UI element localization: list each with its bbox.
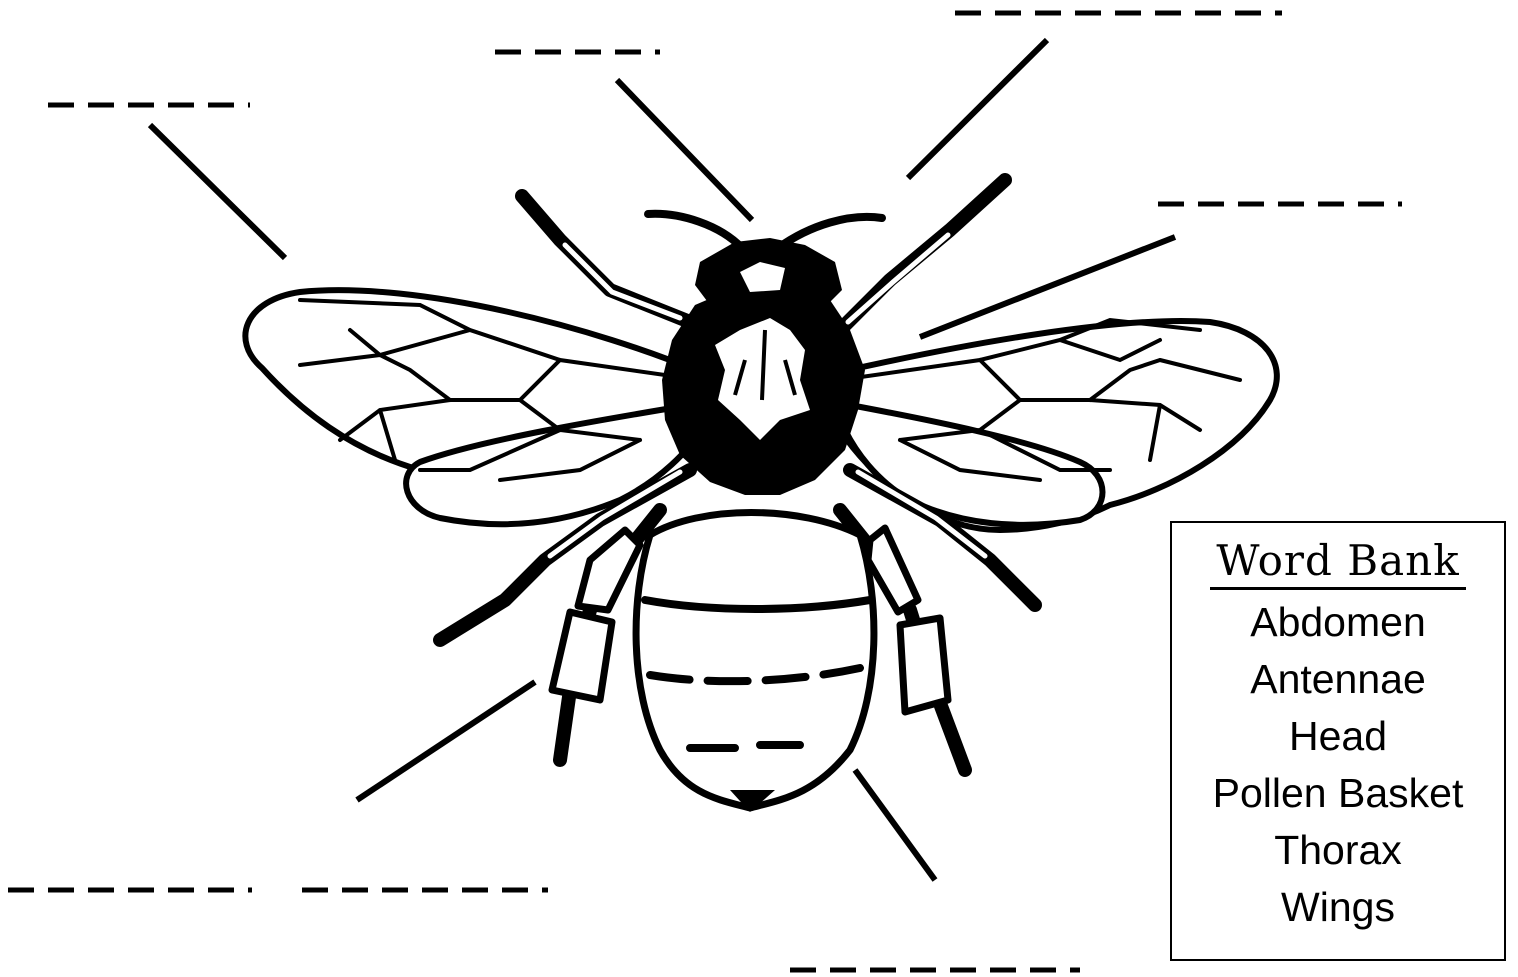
word-bank-term: Antennae <box>1172 651 1504 708</box>
leader-head <box>617 80 752 220</box>
abdomen-shape <box>636 513 874 813</box>
pollen-basket-right <box>900 618 948 712</box>
word-bank-title: Word Bank <box>1210 537 1465 590</box>
word-bank-term: Wings <box>1172 879 1504 936</box>
leader-abdomen <box>855 770 935 880</box>
leader-wing <box>150 125 285 258</box>
word-bank-term: Pollen Basket <box>1172 765 1504 822</box>
word-bank-term: Thorax <box>1172 822 1504 879</box>
word-bank-box: Word Bank Abdomen Antennae Head Pollen B… <box>1170 521 1506 961</box>
pollen-basket-left <box>552 612 612 700</box>
word-bank-term: Head <box>1172 708 1504 765</box>
head-shape <box>695 238 842 318</box>
word-bank-list: Abdomen Antennae Head Pollen Basket Thor… <box>1172 594 1504 936</box>
leader-pollen-basket <box>357 682 535 800</box>
word-bank-term: Abdomen <box>1172 594 1504 651</box>
left-wing <box>245 290 700 524</box>
leader-antenna <box>908 40 1047 178</box>
bee-illustration <box>245 180 1276 812</box>
